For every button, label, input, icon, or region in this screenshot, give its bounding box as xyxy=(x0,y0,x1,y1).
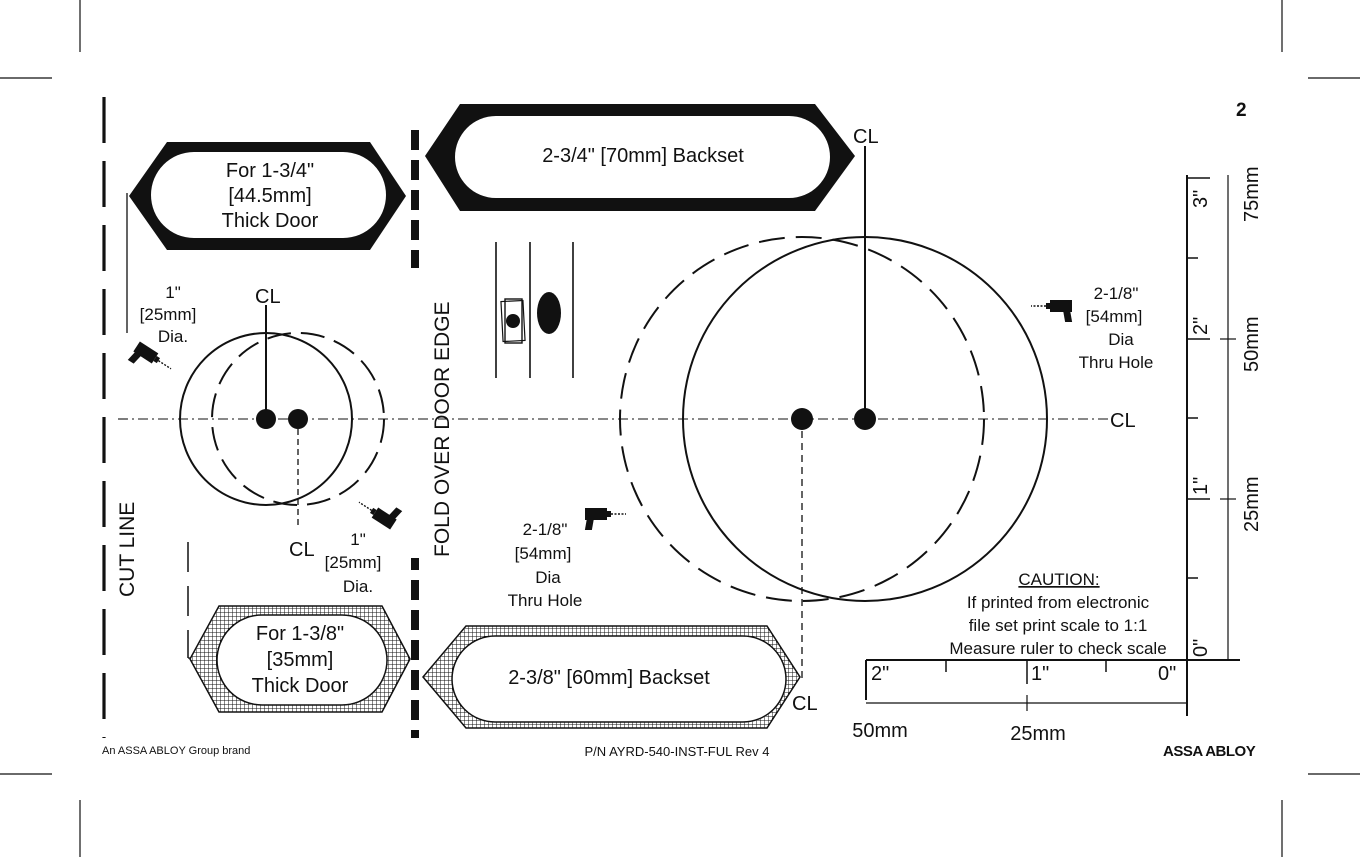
callout-line: 1" xyxy=(165,283,181,302)
cut-line-label: CUT LINE xyxy=(116,502,139,597)
thick-door-large-line: [44.5mm] xyxy=(228,185,311,207)
callout-line: 2-1/8" xyxy=(1094,284,1139,303)
drill-icon xyxy=(355,488,403,531)
center-mark xyxy=(791,408,813,430)
drill-icon xyxy=(584,507,627,531)
thick-door-large-line: Thick Door xyxy=(222,210,319,232)
backset-small-label: 2-3/8" [60mm] Backset xyxy=(508,667,710,689)
latch-icon xyxy=(495,242,574,378)
ruler-inch-label: 2" xyxy=(1190,317,1212,335)
ruler-inch-label: 3" xyxy=(1190,190,1212,208)
centerline-label: CL xyxy=(853,126,879,148)
ruler-inch-label: 2" xyxy=(871,663,889,685)
caution-line: If printed from electronic xyxy=(967,593,1150,612)
thick-door-small-line: Thick Door xyxy=(252,675,349,697)
ruler-inch-label: 1" xyxy=(1031,663,1049,685)
callout-line: Dia. xyxy=(158,327,188,346)
thick-door-small-line: For 1-3/8" xyxy=(256,623,344,645)
callout-line: 2-1/8" xyxy=(523,520,568,539)
backset-small-badge: 2-3/8" [60mm] Backset xyxy=(422,625,801,729)
edge-hole-top-callout: 1" [25mm] Dia. xyxy=(140,283,197,346)
horizontal-ruler: 2" 1" 0" 50mm 25mm xyxy=(852,659,1240,745)
ruler-mm-label: 75mm xyxy=(1241,166,1263,222)
fold-over-door-edge-label: FOLD OVER DOOR EDGE xyxy=(431,301,454,557)
centerline-label: CL xyxy=(1110,410,1136,432)
ruler-mm-label: 50mm xyxy=(852,720,908,742)
assa-abloy-logo: ASSA ABLOY xyxy=(1163,743,1256,760)
thick-door-large-line: For 1-3/4" xyxy=(226,160,314,182)
ruler-mm-label: 25mm xyxy=(1010,723,1066,745)
caution-line: file set print scale to 1:1 xyxy=(969,616,1148,635)
cut-line: CUT LINE xyxy=(102,97,198,738)
brand-tagline: An ASSA ABLOY Group brand xyxy=(102,745,250,757)
callout-line: Thru Hole xyxy=(508,591,583,610)
center-mark xyxy=(288,409,308,429)
callout-line: [54mm] xyxy=(1086,307,1143,326)
drill-icon xyxy=(127,340,175,383)
vertical-ruler: 0" 1" 2" 3" 25mm 50mm 75mm xyxy=(1186,166,1263,660)
centerline-markers: CL CL CL CL CL xyxy=(255,126,1136,715)
center-mark xyxy=(854,408,876,430)
edge-bore xyxy=(179,305,385,528)
caution-line: Measure ruler to check scale xyxy=(949,639,1166,658)
thick-door-small-badge: For 1-3/8" [35mm] Thick Door xyxy=(189,605,411,713)
center-mark xyxy=(256,409,276,429)
caution-title: CAUTION: xyxy=(1018,570,1099,589)
part-number: P/N AYRD-540-INST-FUL Rev 4 xyxy=(585,744,770,759)
backset-large-label: 2-3/4" [70mm] Backset xyxy=(542,145,744,167)
ruler-inch-label: 0" xyxy=(1158,663,1176,685)
fold-line: FOLD OVER DOOR EDGE xyxy=(406,130,454,738)
callout-line: Dia xyxy=(535,568,561,587)
callout-line: 1" xyxy=(350,530,366,549)
page-number: 2 xyxy=(1236,100,1247,121)
callout-line: [54mm] xyxy=(515,544,572,563)
cross-bore xyxy=(619,146,1048,680)
backset-large-badge: 2-3/4" [70mm] Backset xyxy=(425,104,855,211)
caution-note: CAUTION: If printed from electronic file… xyxy=(949,570,1166,658)
ruler-mm-label: 25mm xyxy=(1241,476,1263,532)
drill-icon xyxy=(1030,299,1073,323)
callout-line: Dia xyxy=(1108,330,1134,349)
thru-hole-left-callout: 2-1/8" [54mm] Dia Thru Hole xyxy=(508,520,583,610)
ruler-mm-label: 50mm xyxy=(1241,316,1263,372)
callout-line: Dia. xyxy=(343,577,373,596)
thick-door-small-line: [35mm] xyxy=(267,649,334,671)
callout-line: [25mm] xyxy=(325,553,382,572)
ruler-inch-label: 0" xyxy=(1190,639,1212,657)
centerline-label: CL xyxy=(289,539,315,561)
thick-door-large-badge: For 1-3/4" [44.5mm] Thick Door xyxy=(129,142,406,250)
callout-line: [25mm] xyxy=(140,305,197,324)
callout-line: Thru Hole xyxy=(1079,353,1154,372)
edge-hole-bottom-callout: 1" [25mm] Dia. xyxy=(325,530,382,596)
centerline-label: CL xyxy=(792,693,818,715)
ruler-inch-label: 1" xyxy=(1190,477,1212,495)
centerline-label: CL xyxy=(255,286,281,308)
thru-hole-right-callout: 2-1/8" [54mm] Dia Thru Hole xyxy=(1079,284,1154,372)
